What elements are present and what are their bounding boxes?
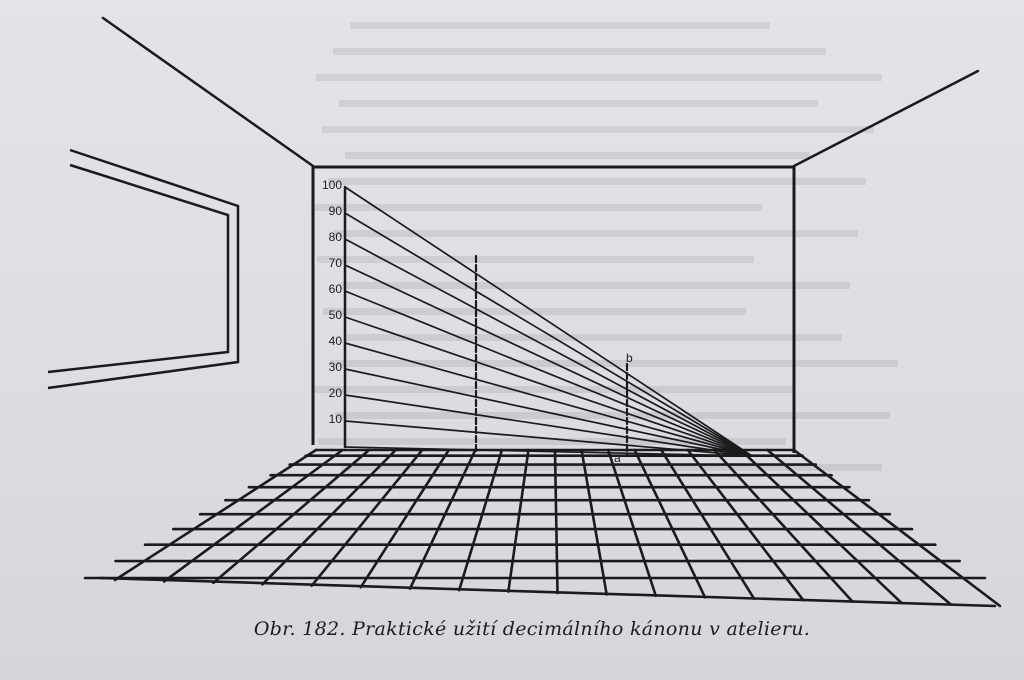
show-through-line <box>312 386 794 393</box>
point-label-a: a <box>614 451 621 465</box>
show-through-line <box>346 334 842 341</box>
floor-column-line <box>507 448 530 593</box>
scale-label-80: 80 <box>329 230 343 244</box>
picture-frame-inner <box>47 163 230 374</box>
scale-label-10: 10 <box>329 412 343 426</box>
scale-label-60: 60 <box>329 282 343 296</box>
ceiling-edge-left <box>101 16 315 168</box>
floor-column-line <box>633 448 707 599</box>
scale-label-20: 20 <box>329 386 343 400</box>
canon-line-80 <box>344 238 753 457</box>
floor-column-line <box>408 448 477 590</box>
show-through-line <box>316 74 882 81</box>
floor-column-line <box>553 448 559 595</box>
scale-label-100: 100 <box>322 178 342 192</box>
floor-column-line <box>766 448 953 606</box>
show-through-line <box>311 204 762 211</box>
canon-line-90 <box>344 212 753 457</box>
picture-frame <box>47 148 240 390</box>
scale-label-70: 70 <box>329 256 343 270</box>
floor-column-line <box>212 448 371 585</box>
show-through-line <box>322 126 874 133</box>
floor-column-line <box>113 448 318 582</box>
floor-column-line <box>457 448 504 592</box>
ceiling-edge-right <box>792 69 980 168</box>
floor-column-line <box>359 448 451 589</box>
show-through-line <box>345 152 810 159</box>
floor-column-line <box>686 448 805 602</box>
show-through-line <box>334 230 858 237</box>
back-wall <box>311 165 796 453</box>
canon-line-40 <box>344 342 753 457</box>
decimal-canon-lines <box>343 185 753 457</box>
scale-label-50: 50 <box>329 308 343 322</box>
floor-column-line <box>162 448 344 583</box>
scale-labels: 10 20 30 40 50 60 70 80 90 100 <box>322 178 342 426</box>
floor-column-line <box>713 448 854 603</box>
show-through-line <box>333 48 826 55</box>
show-through-line <box>318 438 786 445</box>
point-label-b: b <box>626 351 633 365</box>
show-through-line <box>335 412 890 419</box>
floor-column-line <box>739 448 903 605</box>
scale-label-90: 90 <box>329 204 343 218</box>
floor-front-edge <box>98 576 997 608</box>
scale-label-40: 40 <box>329 334 343 348</box>
show-through-line <box>341 464 882 471</box>
floor-grid <box>83 448 1002 608</box>
floor-column-line <box>792 448 1002 608</box>
canon-line-60 <box>344 290 753 457</box>
canon-line-70 <box>344 264 753 457</box>
floor-column-line <box>659 448 756 601</box>
floor-column-line <box>606 448 658 598</box>
canon-line-30 <box>344 368 753 457</box>
floor-column-line <box>580 448 608 596</box>
scale-label-30: 30 <box>329 360 343 374</box>
show-through-line <box>350 22 770 29</box>
canon-line-20 <box>344 394 753 457</box>
picture-frame-outer <box>47 148 240 390</box>
floor-column-line <box>310 448 424 588</box>
measure-lines <box>474 254 629 457</box>
room-outline <box>101 16 980 453</box>
figure-caption: Obr. 182. Praktické užití decimálního ká… <box>253 618 811 640</box>
show-through-line <box>317 256 754 263</box>
canon-line-100 <box>344 186 753 457</box>
show-through-line <box>328 178 866 185</box>
show-through-line <box>339 100 818 107</box>
show-through-line <box>340 282 850 289</box>
canon-line-50 <box>344 316 753 457</box>
floor-column-line <box>261 448 397 586</box>
